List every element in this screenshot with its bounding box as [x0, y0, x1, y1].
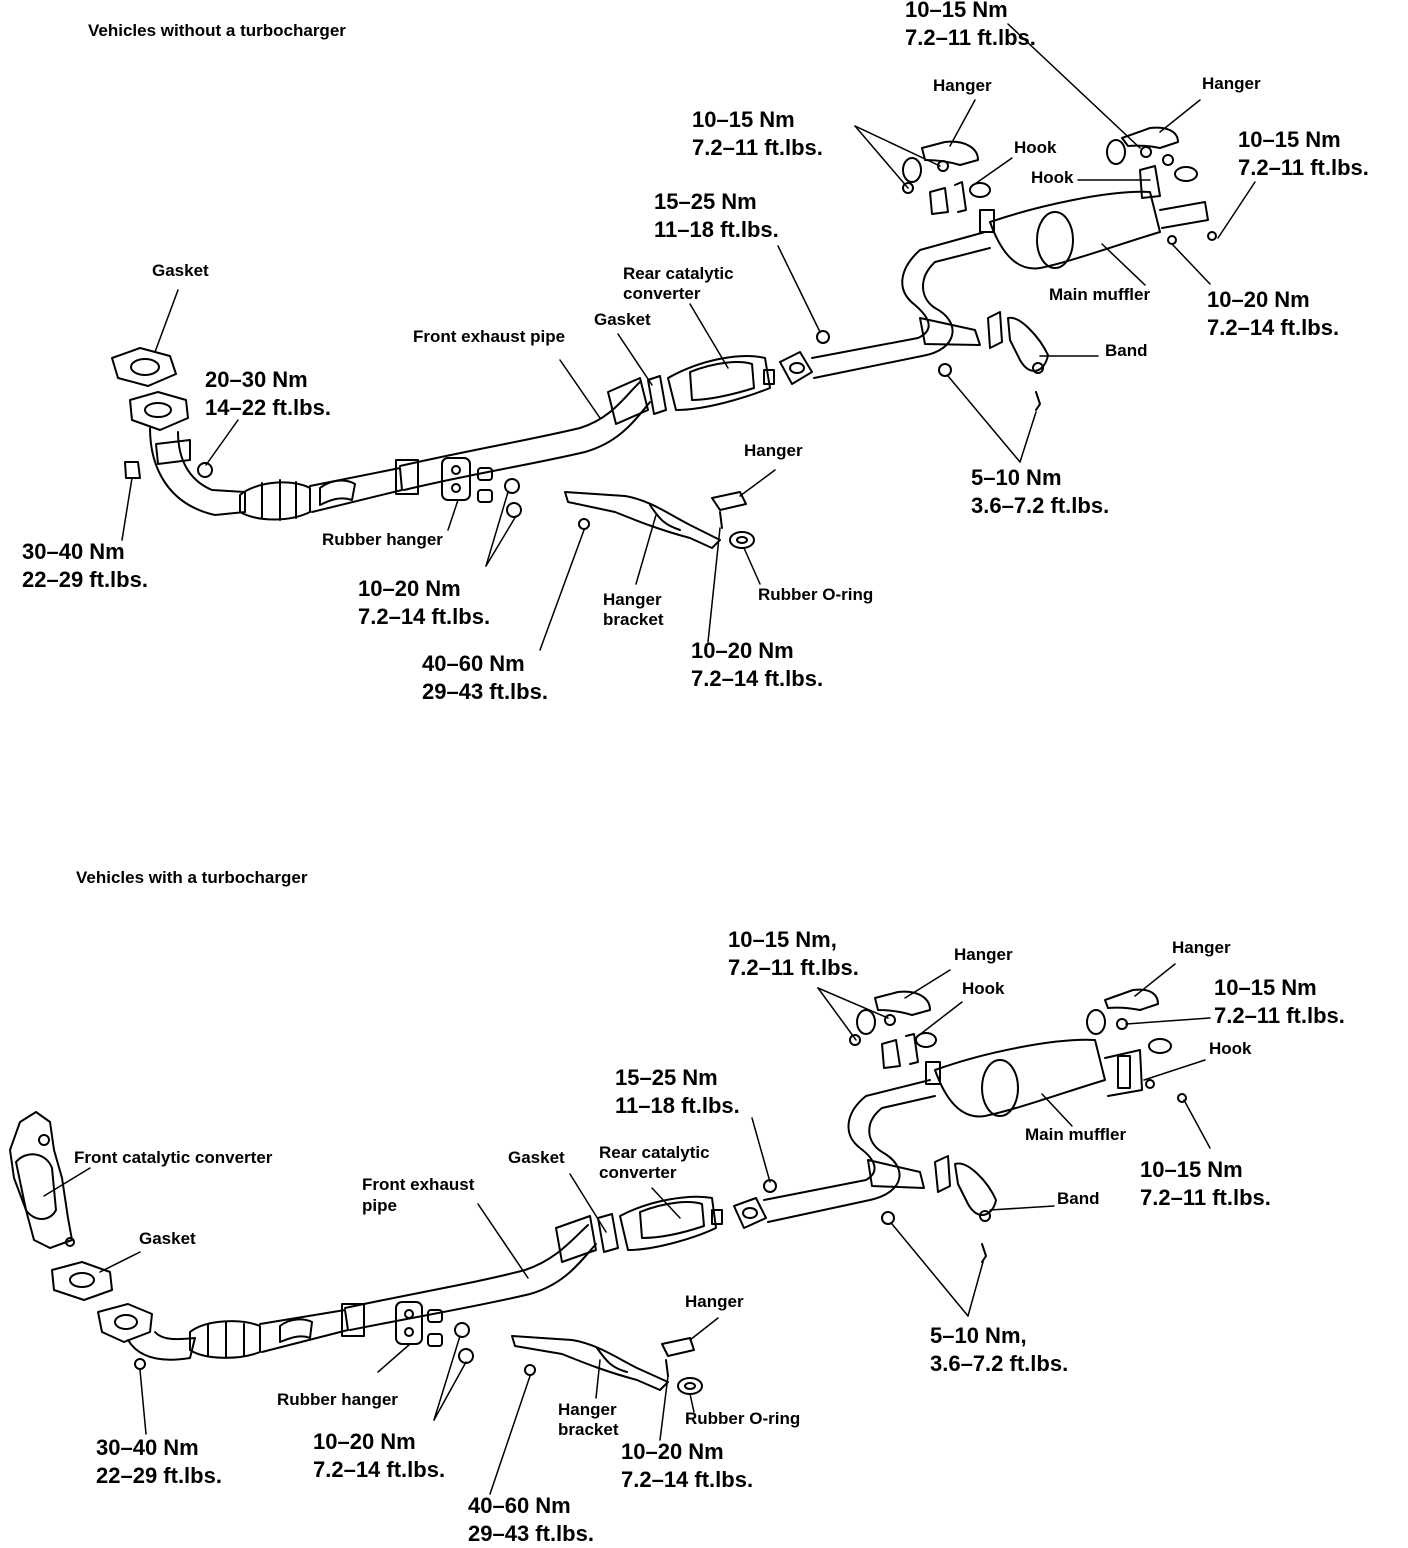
- turbo-front-exhaust-pipe-part: [97, 1224, 597, 1370]
- torque-turbo-top-right: 10–15 Nm 7.2–11 ft.lbs.: [1214, 975, 1345, 1028]
- label-band: Band: [1105, 341, 1148, 360]
- hanger-bracket-part: [564, 491, 755, 549]
- torque-turbo-30-40: 30–40 Nm 22–29 ft.lbs.: [96, 1435, 222, 1488]
- title-without-turbo: Vehicles without a turbocharger: [88, 21, 346, 40]
- torque-30-40: 30–40 Nm 22–29 ft.lbs.: [22, 539, 148, 592]
- label-rear-catalytic-converter: Rear catalytic converter: [623, 264, 734, 303]
- label-turbo-front-exhaust-pipe: Front exhaust pipe: [362, 1175, 475, 1215]
- label-hanger-bracket: Hanger bracket: [603, 590, 664, 629]
- turbo-gasket-left-part: [51, 1261, 113, 1301]
- label-turbo-rear-catalytic-converter: Rear catalytic converter: [599, 1143, 710, 1182]
- turbo-rear-catalytic-converter-part: [555, 1195, 723, 1263]
- exhaust-flange-left: [111, 347, 213, 479]
- label-turbo-hanger-mid: Hanger: [685, 1292, 744, 1311]
- band-part: [938, 311, 1049, 411]
- torque-turbo-5-10: 5–10 Nm, 3.6–7.2 ft.lbs.: [930, 1323, 1069, 1376]
- rubber-hanger-part: [441, 457, 522, 518]
- turbo-main-muffler-part: [925, 1038, 1143, 1118]
- torque-turbo-40-60: 40–60 Nm 29–43 ft.lbs.: [468, 1493, 594, 1546]
- diagram-with-turbo: [9, 963, 1211, 1495]
- label-gasket-left: Gasket: [152, 261, 209, 280]
- label-hanger-mid: Hanger: [744, 441, 803, 460]
- leader-lines-bottom: [43, 963, 1211, 1495]
- torque-15-25: 15–25 Nm 11–18 ft.lbs.: [654, 189, 779, 242]
- torque-10-20-mid: 10–20 Nm 7.2–14 ft.lbs.: [691, 638, 824, 691]
- label-main-muffler: Main muffler: [1049, 285, 1151, 304]
- torque-turbo-10-20-left: 10–20 Nm 7.2–14 ft.lbs.: [313, 1429, 446, 1482]
- torque-turbo-right-mid: 10–15 Nm 7.2–11 ft.lbs.: [1140, 1157, 1271, 1210]
- torque-top-center: 10–15 Nm 7.2–11 ft.lbs.: [905, 0, 1036, 50]
- torque-10-20-right: 10–20 Nm 7.2–14 ft.lbs.: [1207, 287, 1340, 340]
- rear-catalytic-converter-part: [607, 355, 775, 425]
- hanger-hooks-top: [902, 126, 1217, 245]
- label-turbo-hook-right: Hook: [1209, 1039, 1252, 1058]
- label-hanger-right-top: Hanger: [1202, 74, 1261, 93]
- turbo-center-pipe-part: [733, 1079, 936, 1229]
- front-catalytic-converter-part: [9, 1111, 75, 1249]
- center-pipe-part: [779, 231, 991, 385]
- title-with-turbo: Vehicles with a turbocharger: [76, 868, 308, 887]
- torque-10-20-left: 10–20 Nm 7.2–14 ft.lbs.: [358, 576, 491, 629]
- diagram-without-turbo: [111, 23, 1256, 651]
- label-gasket-mid: Gasket: [594, 310, 651, 329]
- label-turbo-gasket-mid: Gasket: [508, 1148, 565, 1167]
- label-turbo-hanger-right-top: Hanger: [1172, 938, 1231, 957]
- label-hook-right: Hook: [1031, 168, 1074, 187]
- leader-lines-top: [121, 23, 1256, 651]
- turbo-band-part: [881, 1155, 997, 1263]
- label-hanger-left-top: Hanger: [933, 76, 992, 95]
- label-turbo-gasket-left: Gasket: [139, 1229, 196, 1248]
- label-front-exhaust-pipe: Front exhaust pipe: [413, 327, 566, 346]
- torque-20-30: 20–30 Nm 14–22 ft.lbs.: [205, 367, 331, 420]
- turbo-hanger-bracket-part: [511, 1335, 703, 1395]
- label-rubber-hanger: Rubber hanger: [322, 530, 443, 549]
- torque-top-left: 10–15 Nm 7.2–11 ft.lbs.: [692, 107, 823, 160]
- label-turbo-hook-top: Hook: [962, 979, 1005, 998]
- turbo-rubber-hanger-part: [395, 1301, 474, 1364]
- torque-40-60: 40–60 Nm 29–43 ft.lbs.: [422, 651, 548, 704]
- main-muffler-part: [979, 190, 1209, 270]
- label-front-catalytic-converter: Front catalytic converter: [74, 1148, 273, 1167]
- label-turbo-rubber-o-ring: Rubber O-ring: [685, 1409, 801, 1428]
- label-turbo-rubber-hanger: Rubber hanger: [277, 1390, 398, 1409]
- torque-turbo-top-left: 10–15 Nm, 7.2–11 ft.lbs.: [728, 927, 859, 980]
- torque-turbo-15-25: 15–25 Nm 11–18 ft.lbs.: [615, 1065, 740, 1118]
- label-hook-left: Hook: [1014, 138, 1057, 157]
- torque-top-right: 10–15 Nm 7.2–11 ft.lbs.: [1238, 127, 1369, 180]
- label-turbo-main-muffler: Main muffler: [1025, 1125, 1127, 1144]
- torque-turbo-10-20-mid: 10–20 Nm 7.2–14 ft.lbs.: [621, 1439, 754, 1492]
- label-turbo-hanger-bracket: Hanger bracket: [558, 1400, 619, 1439]
- label-rubber-o-ring: Rubber O-ring: [758, 585, 874, 604]
- label-turbo-band: Band: [1057, 1189, 1100, 1208]
- torque-5-10: 5–10 Nm 3.6–7.2 ft.lbs.: [971, 465, 1110, 518]
- label-turbo-hanger-left-top: Hanger: [954, 945, 1013, 964]
